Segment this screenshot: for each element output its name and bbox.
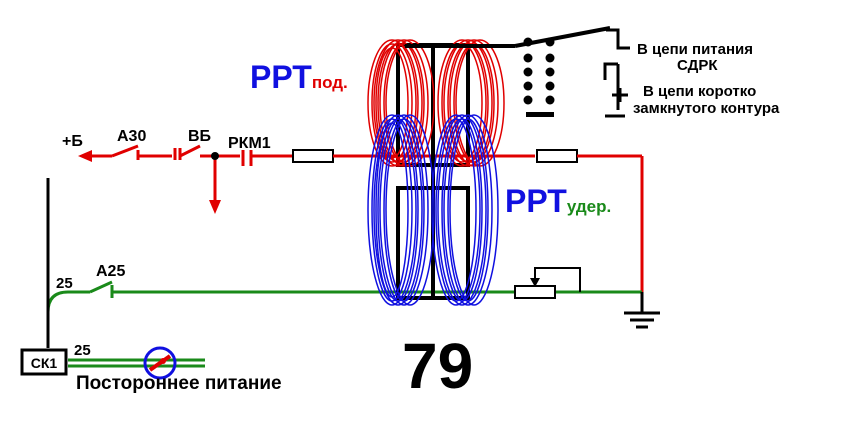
- pickup-resistor-right: [536, 149, 578, 163]
- relay-hold-sub: удер.: [567, 197, 611, 216]
- pickup-circuit: [78, 144, 644, 292]
- diagram-number: 79: [402, 330, 473, 402]
- rheostat-slider: [534, 267, 581, 292]
- ground-symbol: [624, 292, 660, 329]
- pickup-resistor-left: [292, 149, 334, 163]
- shortcircuit-contact-line2: замкнутого контура: [633, 100, 780, 117]
- hold-coil: [367, 114, 499, 306]
- relay-contacts: [603, 28, 630, 118]
- a30-label: А30: [117, 128, 146, 145]
- rheostat-slider-arrow: [530, 278, 540, 287]
- power-contact-line2: СДРК: [677, 57, 718, 74]
- wire-25-top-label: 25: [56, 275, 73, 292]
- relay-pickup-sub: под.: [312, 73, 348, 92]
- branch-down-arrow: [209, 200, 221, 214]
- rkm1-label: РКМ1: [228, 135, 271, 152]
- shortcircuit-contact-line1: В цепи коротко: [643, 83, 756, 100]
- vb-label: ВБ: [188, 128, 211, 145]
- a25-label: А25: [96, 263, 125, 280]
- contact-linkage: [523, 37, 555, 117]
- external-power-label: Постороннее питание: [76, 373, 282, 394]
- external-power-arrow: [148, 354, 172, 372]
- hold-wire-entry: [46, 290, 90, 313]
- a30-switch-blade: [111, 144, 139, 158]
- relay-pickup-title: РРТпод.: [250, 59, 348, 95]
- relay-hold-name: РРТ: [505, 183, 567, 219]
- external-power-dot: [160, 358, 166, 364]
- external-power-marker[interactable]: [143, 346, 177, 380]
- vb-switch-blade: [179, 144, 201, 158]
- ck1-box: [20, 348, 68, 376]
- plus-b-arrow: [78, 150, 92, 162]
- wire-25-bottom-label: 25: [74, 342, 91, 359]
- hold-rheostat: [514, 285, 556, 299]
- relay-hold-title: РРТудер.: [505, 183, 611, 219]
- a25-switch-blade: [89, 280, 113, 294]
- pickup-coil: [367, 39, 505, 167]
- ck1-label: СК1: [31, 355, 58, 371]
- power-contact-line1: В цепи питания: [637, 41, 753, 58]
- plus-b-label: +Б: [62, 133, 83, 150]
- relay-pickup-name: РРТ: [250, 59, 312, 95]
- junction-node: [211, 152, 219, 160]
